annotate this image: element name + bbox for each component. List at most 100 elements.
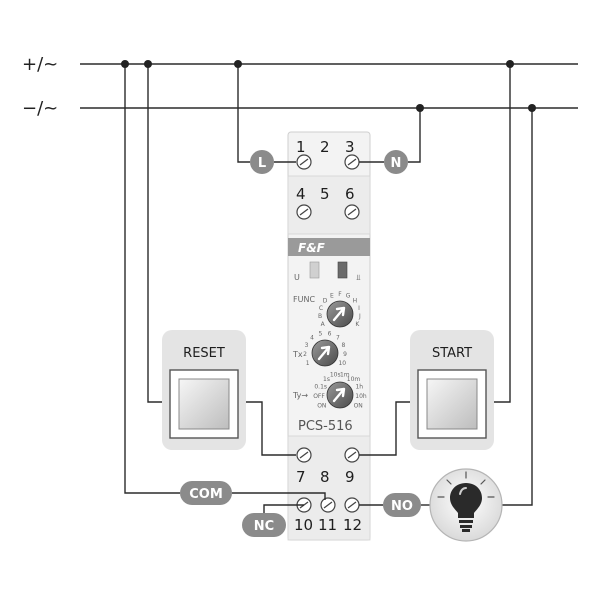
dial-tick-label: 1h [355, 384, 363, 391]
start-button-label: START [432, 346, 472, 361]
dial-tick-label: 4 [310, 335, 314, 342]
wire-t9-to-start [359, 401, 420, 456]
dial-tick-label: 1 [306, 360, 310, 367]
screw-slot [347, 208, 357, 216]
dial-tick-label: 9 [343, 351, 347, 358]
terminal-label-1: 1 [296, 138, 306, 156]
pill-no-label: NO [391, 499, 413, 514]
terminal-label-2: 2 [320, 138, 330, 156]
positive-rail-label: +/~ [22, 54, 58, 75]
wire-l [237, 64, 250, 163]
junction-dot [506, 60, 514, 68]
dial-tick-label: 6 [328, 331, 332, 338]
dial-tick-label: 2 [303, 351, 307, 358]
dial-tick-label: 1m [340, 372, 350, 379]
dial-tick-label: 8 [341, 342, 345, 349]
dial-tick-label: H [353, 298, 358, 305]
dial-tick-label: 0.1s [314, 384, 327, 391]
terminal-label-12: 12 [343, 516, 362, 534]
pill-nc-label: NC [254, 519, 274, 534]
brand-logo: F&F [298, 241, 326, 255]
dial-tick-label: B [318, 313, 322, 320]
pill-n: N [384, 150, 408, 174]
light-bulb-icon [450, 483, 482, 532]
pill-l-label: L [258, 156, 266, 171]
terminal-label-10: 10 [294, 516, 313, 534]
junction-dot [416, 104, 424, 112]
start-button-face[interactable] [426, 378, 478, 430]
dial-tick-label: 5 [318, 331, 322, 338]
terminal-label-3: 3 [345, 138, 355, 156]
dial-tick-label: 7 [336, 335, 340, 342]
dial-tick-label: K [355, 321, 360, 328]
u-indicator-label: U [294, 273, 300, 282]
screw-slot [299, 158, 309, 166]
dial-tick-label: 10m [347, 376, 361, 383]
dial-tick-label: OFF [313, 393, 325, 400]
wire-lamp-return [502, 108, 533, 506]
func-knob-arrow-icon [332, 306, 346, 322]
ty-label: Ty→ [292, 391, 308, 400]
func-label: FUNC [293, 295, 315, 304]
reset-button-face[interactable] [178, 378, 230, 430]
dial-tick-label: E [330, 293, 334, 300]
wire-com-to-t11 [232, 492, 326, 500]
junction-dot [528, 104, 536, 112]
dial-tick-label: 10h [355, 393, 367, 400]
terminal-label-4: 4 [296, 185, 306, 203]
pill-com-label: COM [189, 487, 223, 502]
power-led [309, 261, 320, 279]
start-button[interactable]: START [410, 330, 494, 450]
ty-knob-arrow-icon [332, 387, 346, 403]
dial-tick-label: A [321, 321, 326, 328]
screw-slot [347, 451, 357, 459]
terminal-label-9: 9 [345, 468, 355, 486]
wire-com-supply [124, 64, 180, 494]
dial-tick-label: 10 [338, 360, 346, 367]
dial-tick-label: ON [317, 403, 326, 410]
dial-tick-label: I [358, 305, 360, 312]
screw-slot [299, 208, 309, 216]
dial-tick-label: 1s [323, 376, 330, 383]
lamp [429, 468, 503, 542]
reset-button-label: RESET [183, 346, 225, 361]
reset-button[interactable]: RESET [162, 330, 246, 450]
screw-slot [323, 501, 333, 509]
dial-tick-label: D [323, 298, 328, 305]
light-rays-icon [437, 471, 495, 498]
dial-tick-label: J [358, 313, 361, 320]
dial-tick-label: C [319, 305, 323, 312]
screw-slot [347, 158, 357, 166]
pill-com: COM [180, 481, 232, 505]
wire-n [408, 108, 421, 163]
terminal-label-11: 11 [318, 516, 337, 534]
junction-dot [121, 60, 129, 68]
output-indicator-label: ⫫ [355, 273, 361, 282]
terminal-label-8: 8 [320, 468, 330, 486]
tx-label: Tx [292, 350, 303, 359]
dial-tick-label: 3 [305, 342, 309, 349]
junction-dot [144, 60, 152, 68]
screw-slot [299, 451, 309, 459]
dial-tick-label: F [338, 291, 342, 298]
dial-tick-label: G [346, 293, 351, 300]
tx-knob-arrow-icon [317, 345, 331, 361]
relay-led [337, 261, 348, 279]
pill-n-label: N [391, 156, 402, 171]
negative-rail-label: −/~ [22, 98, 58, 119]
terminal-label-5: 5 [320, 185, 330, 203]
wire-reset-to-t7 [238, 401, 296, 456]
pill-nc: NC [242, 513, 286, 537]
terminal-label-7: 7 [296, 468, 306, 486]
dial-tick-label: 10s [330, 372, 341, 379]
brand-stripe [288, 238, 370, 256]
junction-dot [234, 60, 242, 68]
pill-no: NO [383, 493, 421, 517]
screw-slot [347, 501, 357, 509]
terminal-label-6: 6 [345, 185, 355, 203]
